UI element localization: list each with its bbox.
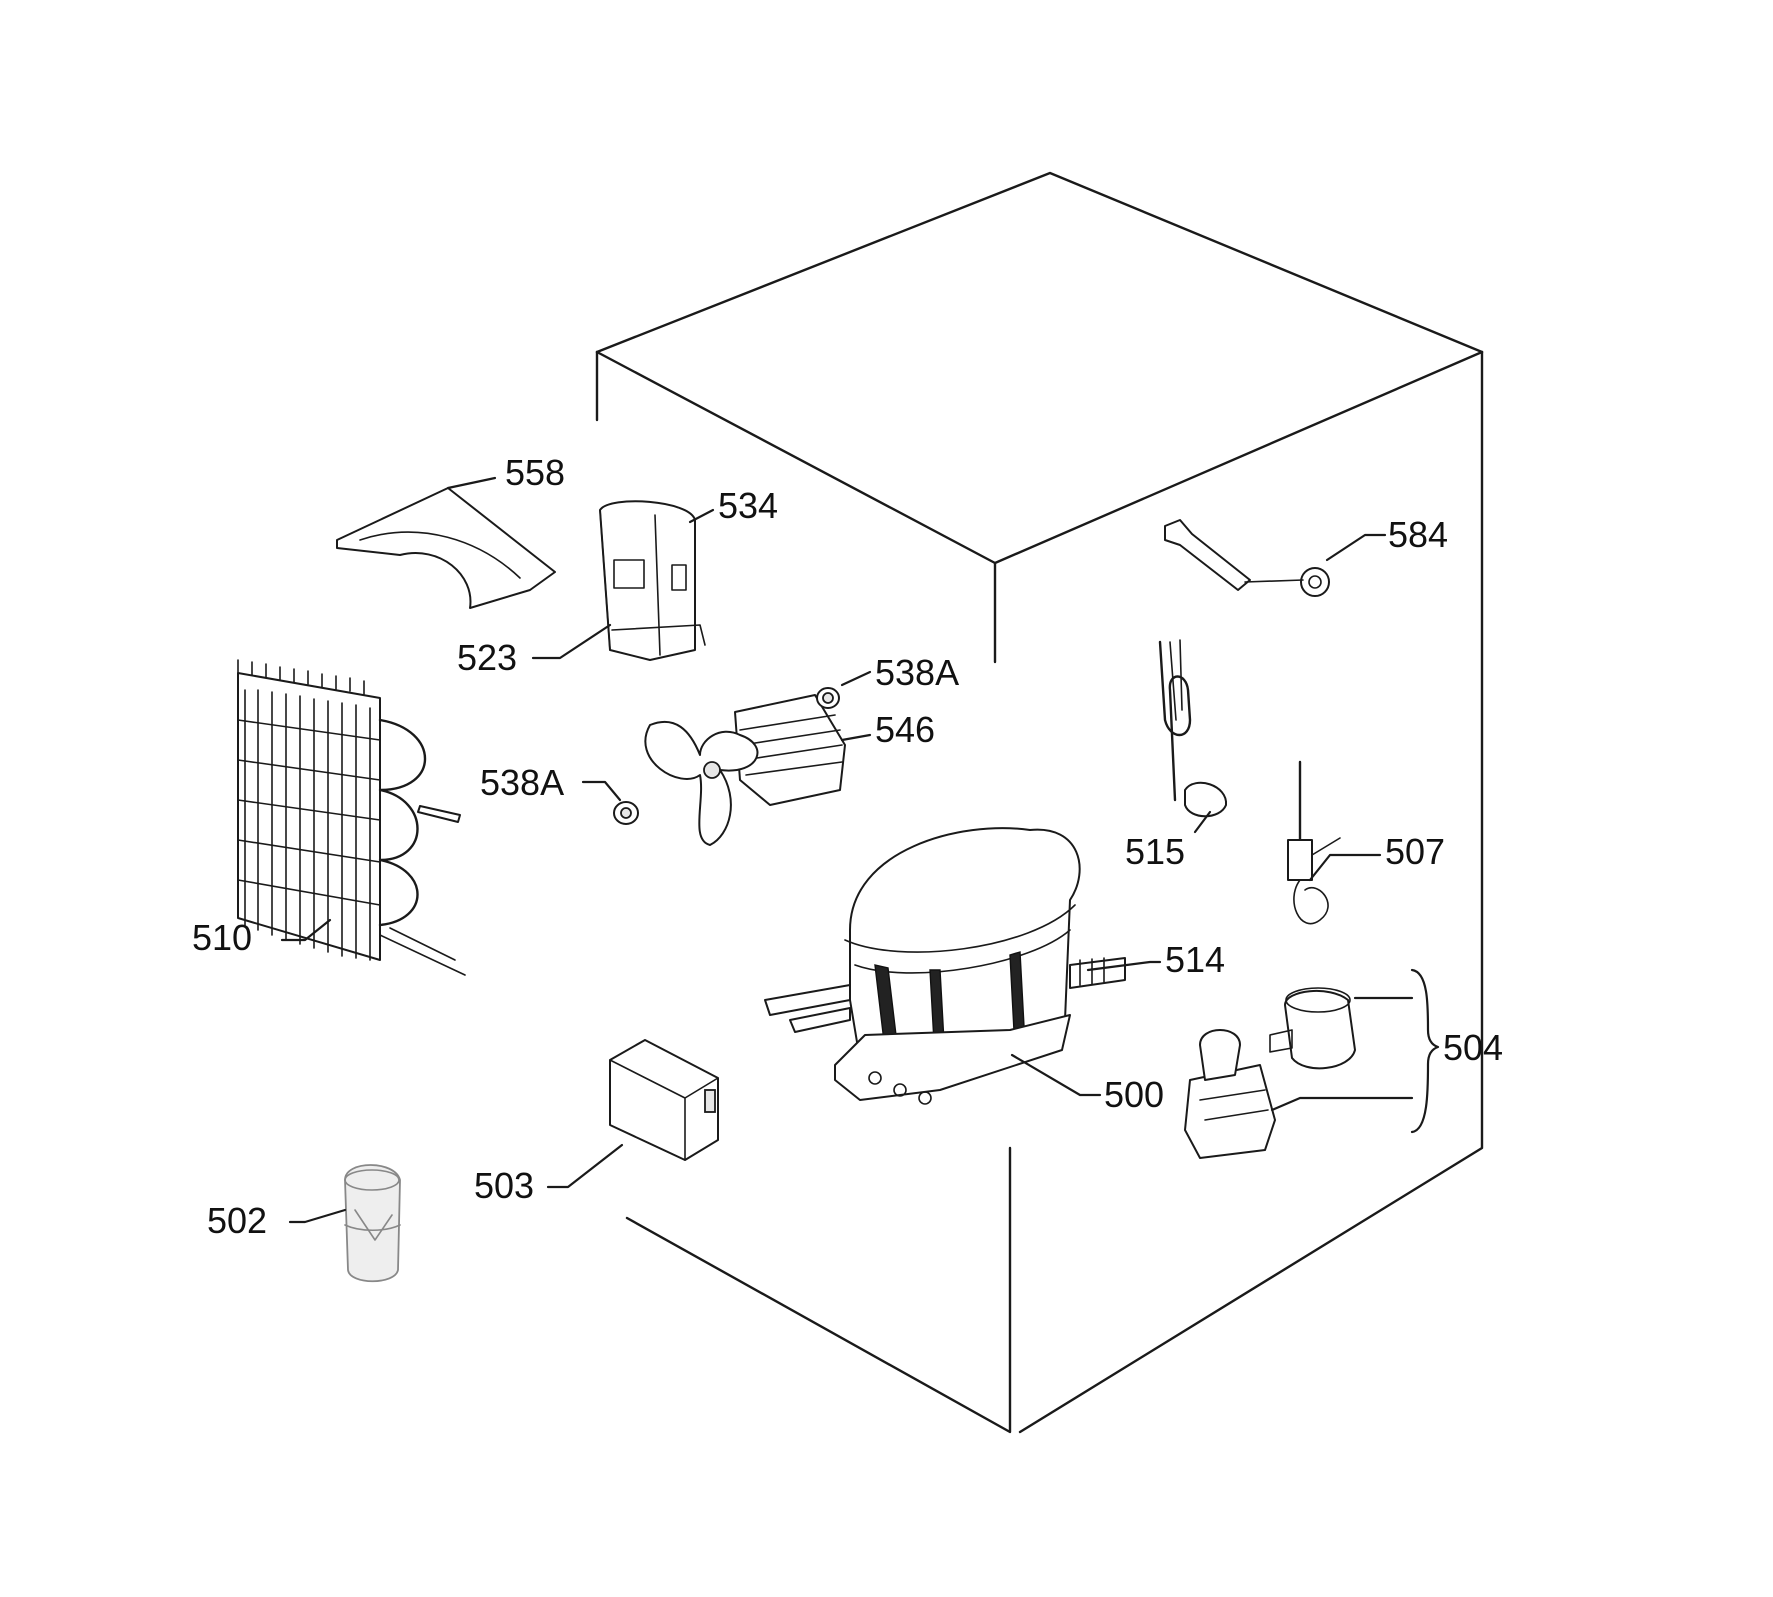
callout-523: 523 [457, 637, 517, 678]
callout-515: 515 [1125, 831, 1185, 872]
part-558-cover [336, 487, 556, 609]
part-502-drier [344, 1164, 401, 1283]
callout-510: 510 [192, 917, 252, 958]
callout-538a-left: 538A [480, 762, 564, 803]
part-504-relay-set [1184, 987, 1356, 1159]
cabinet-outline [595, 171, 1484, 1434]
part-503-capacitor [609, 1039, 719, 1161]
callout-538a-top: 538A [875, 652, 959, 693]
callout-584: 584 [1388, 514, 1448, 555]
part-546-fan-motor [644, 694, 846, 846]
part-538a-grommet-left [613, 801, 639, 825]
callout-labels: 558 534 523 584 538A 546 538A 515 507 51… [192, 452, 1503, 1241]
part-510-condenser [237, 659, 466, 976]
callout-503: 503 [474, 1165, 534, 1206]
callout-558: 558 [505, 452, 565, 493]
part-507-probe [1287, 760, 1341, 925]
callout-546: 546 [875, 709, 935, 750]
callout-507: 507 [1385, 831, 1445, 872]
part-538a-grommet-top [816, 687, 840, 709]
part-500-compressor [764, 827, 1126, 1105]
callout-534: 534 [718, 485, 778, 526]
callout-504: 504 [1443, 1027, 1503, 1068]
part-534-523-cover [599, 500, 706, 661]
callout-514: 514 [1165, 939, 1225, 980]
leader-lines [280, 476, 1440, 1224]
part-584-sensor [1164, 519, 1330, 597]
part-515-heater [1158, 639, 1228, 818]
callout-500: 500 [1104, 1074, 1164, 1115]
callout-502: 502 [207, 1200, 267, 1241]
